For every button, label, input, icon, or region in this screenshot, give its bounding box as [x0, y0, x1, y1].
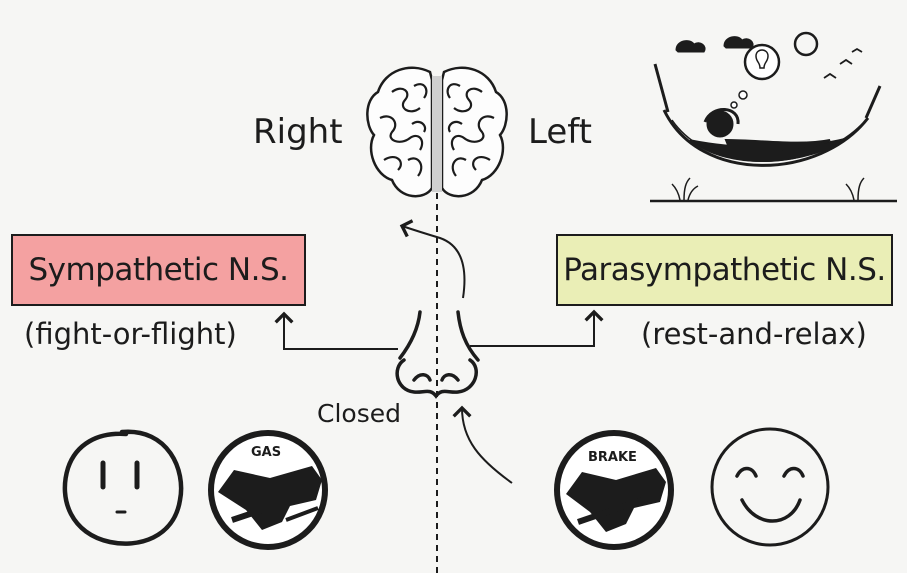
right-hemisphere-label: Right: [253, 112, 343, 152]
brake-pedal-label: BRAKE: [588, 450, 637, 465]
sympathetic-box: Sympathetic N.S.: [11, 234, 306, 306]
neutral-face-icon: [62, 429, 184, 546]
parasympathetic-title: Parasympathetic N.S.: [563, 252, 886, 288]
airflow-arrow: [452, 405, 513, 484]
brain-icon: [366, 66, 508, 198]
brake-pedal-icon: [554, 430, 674, 550]
parasympathetic-subtitle: (rest-and-relax): [641, 317, 867, 351]
hammock-relax-icon: [650, 31, 897, 203]
gas-pedal-icon: [208, 430, 328, 550]
parasympathetic-box: Parasympathetic N.S.: [556, 234, 893, 306]
nose-to-parasympathetic-arrow: [470, 309, 604, 347]
gas-pedal-label: GAS: [251, 445, 282, 460]
nose-icon: [395, 310, 480, 399]
left-hemisphere-label: Left: [528, 112, 592, 152]
nose-to-brain-arrow: [399, 219, 466, 299]
sympathetic-subtitle: (fight-or-flight): [24, 317, 237, 351]
closed-nostril-label: Closed: [317, 399, 401, 428]
sympathetic-title: Sympathetic N.S.: [28, 252, 289, 288]
smiling-face-icon: [710, 427, 830, 547]
nose-to-sympathetic-arrow: [274, 311, 398, 350]
